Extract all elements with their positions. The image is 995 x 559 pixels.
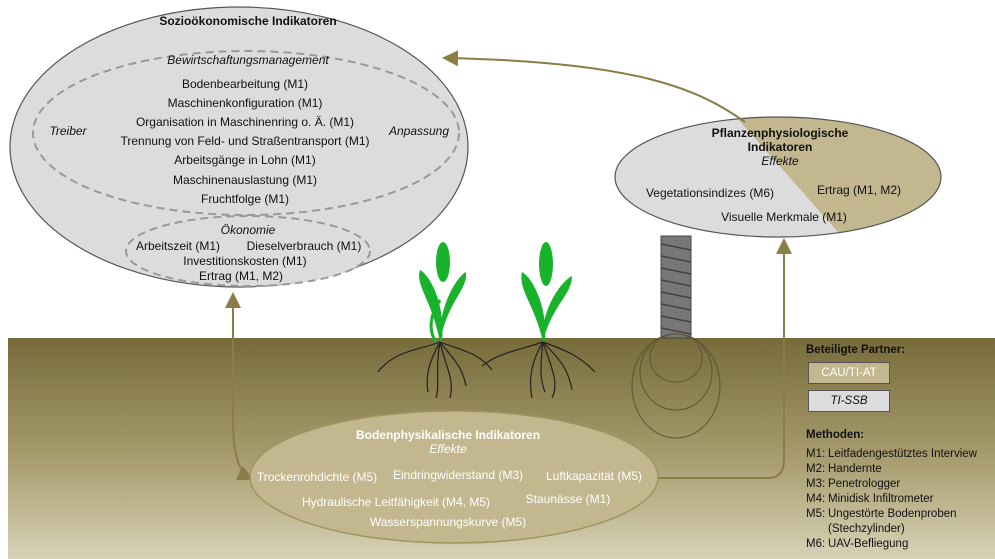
plant-ellipse bbox=[614, 116, 942, 238]
arrow-plant-to-socio bbox=[442, 50, 746, 123]
soil-item: Luftkapazität (M5) bbox=[546, 469, 642, 483]
soil-effects-label: Effekte bbox=[429, 442, 467, 456]
method-key: M1: bbox=[806, 448, 826, 460]
economy-item: Investitionskosten (M1) bbox=[183, 254, 306, 268]
management-label: Bewirtschaftungsmanagement bbox=[167, 53, 329, 67]
method-key: M3: bbox=[806, 478, 826, 490]
method-item: M4:Minidisk Infiltrometer bbox=[806, 492, 992, 507]
method-text: Ungestörte Bodenproben (Stechzylinder) bbox=[828, 508, 957, 535]
method-item: M2:Handernte bbox=[806, 462, 992, 477]
socio-ellipse bbox=[9, 6, 469, 288]
methods-title: Methoden: bbox=[806, 429, 865, 441]
driver-label: Treiber bbox=[49, 124, 87, 138]
plant-item: Visuelle Merkmale (M1) bbox=[721, 210, 847, 224]
partners-title: Beteiligte Partner: bbox=[806, 344, 906, 356]
soil-item: Eindringwiderstand (M3) bbox=[393, 468, 523, 482]
method-item: M3:Penetrologger bbox=[806, 477, 992, 492]
method-text: Penetrologger bbox=[828, 478, 901, 490]
method-key: M5: bbox=[806, 508, 826, 520]
socio-item: Maschinenkonfiguration (M1) bbox=[168, 96, 323, 110]
method-item: M5:Ungestörte Bodenproben (Stechzylinder… bbox=[806, 507, 992, 537]
arrow-soil-to-plant bbox=[656, 238, 792, 479]
soil-item: Hydraulische Leitfähigkeit (M4, M5) bbox=[302, 495, 490, 509]
socio-item: Bodenbearbeitung (M1) bbox=[182, 77, 308, 91]
legend: Beteiligte Partner: CAU/TI-AT TI-SSB Met… bbox=[806, 343, 992, 552]
method-text: UAV-Befliegung bbox=[828, 538, 909, 550]
socio-item: Trennung von Feld- und Straßentransport … bbox=[120, 134, 369, 148]
method-text: Leitfadengestütztes Interview bbox=[828, 448, 977, 460]
method-key: M6: bbox=[806, 538, 826, 550]
method-item: M1:Leitfadengestütztes Interview bbox=[806, 447, 992, 462]
economy-label: Ökonomie bbox=[221, 223, 276, 237]
soil-item: Staunässe (M1) bbox=[526, 492, 611, 506]
management-dashed-ellipse bbox=[32, 50, 460, 216]
soil-title: Bodenphysikalische Indikatoren bbox=[356, 428, 540, 442]
method-text: Minidisk Infiltrometer bbox=[828, 493, 934, 505]
soil-item: Trockenrohdichte (M5) bbox=[257, 470, 377, 484]
partner-ti-badge: TI-SSB bbox=[808, 390, 890, 412]
plant-left bbox=[377, 242, 493, 399]
method-text: Handernte bbox=[828, 463, 882, 475]
economy-dashed-ellipse bbox=[125, 215, 371, 287]
soil-ellipse bbox=[249, 410, 659, 544]
socio-title: Sozioökonomische Indikatoren bbox=[159, 14, 336, 28]
method-key: M4: bbox=[806, 493, 826, 505]
economy-item: Dieselverbrauch (M1) bbox=[247, 239, 362, 253]
economy-item: Arbeitszeit (M1) bbox=[136, 239, 220, 253]
socio-item: Fruchtfolge (M1) bbox=[201, 192, 289, 206]
arrow-socio-soil bbox=[232, 298, 254, 481]
plant-item: Ertrag (M1, M2) bbox=[817, 183, 901, 197]
soil-item: Wasserspannungskurve (M5) bbox=[370, 515, 526, 529]
partner-cau-badge: CAU/TI-AT bbox=[808, 362, 890, 384]
plant-title-line1: Pflanzenphysiologische bbox=[712, 126, 849, 140]
socio-item: Organisation in Maschinenring o. Ä. (M1) bbox=[136, 115, 354, 129]
adaptation-label: Anpassung bbox=[388, 124, 449, 138]
plant-effects-label: Effekte bbox=[761, 154, 799, 168]
economy-item: Ertrag (M1, M2) bbox=[199, 269, 283, 283]
socio-item: Maschinenauslastung (M1) bbox=[173, 173, 317, 187]
plant-title-line2: Indikatoren bbox=[748, 140, 813, 154]
tire-icon bbox=[631, 235, 721, 439]
method-key: M2: bbox=[806, 463, 826, 475]
method-item: M6:UAV-Befliegung bbox=[806, 537, 992, 552]
plant-item: Vegetationsindizes (M6) bbox=[646, 186, 774, 200]
socio-item: Arbeitsgänge in Lohn (M1) bbox=[174, 153, 315, 167]
plant-right bbox=[481, 242, 596, 399]
